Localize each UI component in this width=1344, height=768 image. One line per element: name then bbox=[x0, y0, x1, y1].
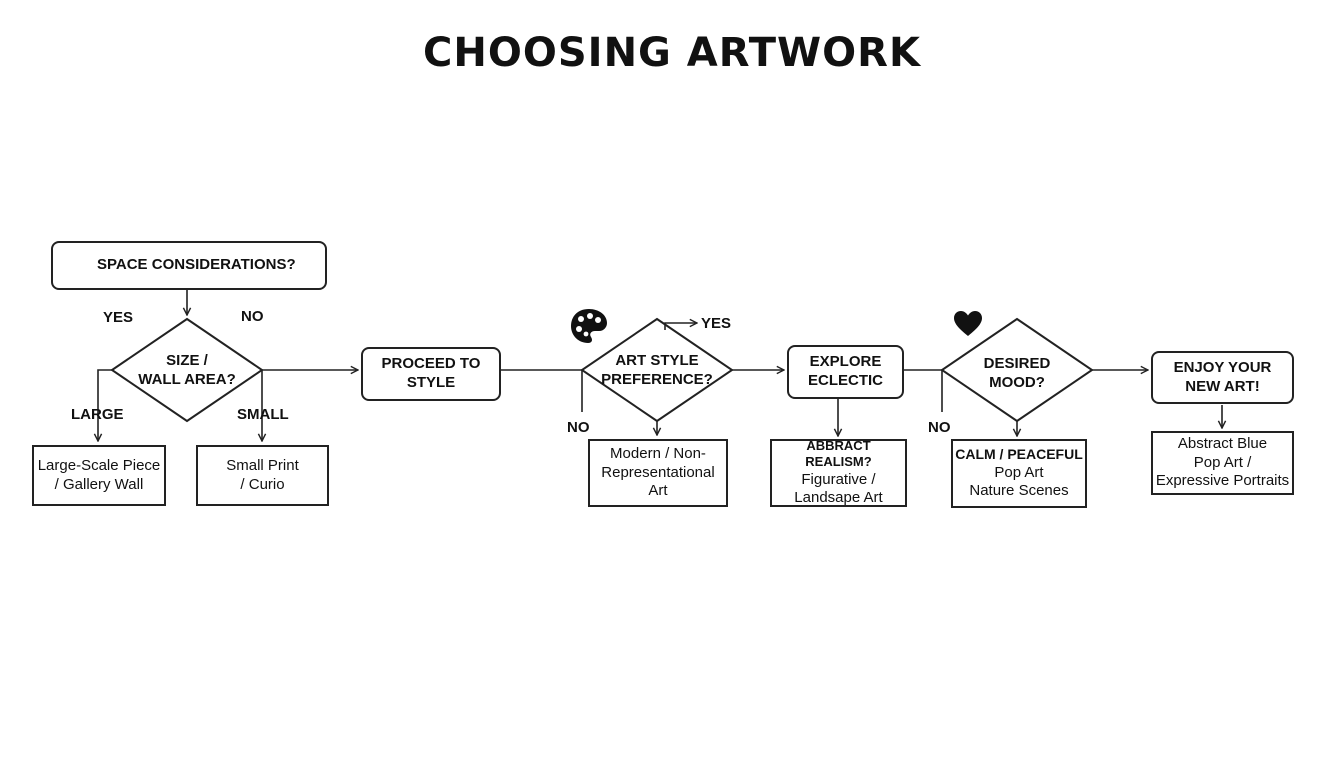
connector bbox=[98, 369, 112, 441]
branch-label-style-no: NO bbox=[567, 419, 590, 436]
final-art-label: Abstract Blue Pop Art / Expressive Portr… bbox=[1155, 434, 1290, 490]
size-wall-area-label: SIZE / WALL AREA? bbox=[138, 351, 236, 389]
enjoy-new-art-box: ENJOY YOUR NEW ART! bbox=[1151, 351, 1294, 404]
final-art-box: Abstract Blue Pop Art / Expressive Portr… bbox=[1151, 431, 1294, 495]
small-print-box: Small Print / Curio bbox=[196, 445, 329, 506]
branch-label-yes: YES bbox=[103, 309, 134, 326]
desired-mood-label: DESIRED MOOD? bbox=[983, 354, 1051, 392]
branch-label-mood-no: NO bbox=[928, 419, 951, 436]
space-considerations-label: SPACE CONSIDERATIONS? bbox=[97, 256, 296, 274]
branch-label-no: NO bbox=[241, 308, 264, 325]
art-style-preference-label: ART STYLE PREFERENCE? bbox=[601, 351, 713, 389]
page-title: CHOOSING ARTWORK bbox=[423, 30, 921, 76]
modern-art-box: Modern / Non- Representational Art bbox=[588, 439, 728, 507]
figurative-landscape-label: Figurative / Landsape Art bbox=[794, 470, 883, 507]
space-considerations-box: SPACE CONSIDERATIONS? bbox=[51, 241, 327, 290]
branch-label-style-yes: YES bbox=[701, 315, 732, 332]
pop-art-nature-label: Pop Art Nature Scenes bbox=[969, 463, 1069, 500]
size-diamond bbox=[110, 317, 264, 423]
large-scale-piece-label: Large-Scale Piece / Gallery Wall bbox=[37, 456, 161, 493]
proceed-to-style-box: PROCEED TO STYLE bbox=[361, 347, 501, 401]
small-print-label: Small Print / Curio bbox=[226, 456, 299, 493]
modern-art-label: Modern / Non- Representational Art bbox=[601, 444, 715, 500]
connector bbox=[664, 323, 697, 330]
calm-peaceful-box: CALM / PEACEFUL Pop Art Nature Scenes bbox=[951, 439, 1087, 508]
explore-eclectic-box: EXPLORE ECLECTIC bbox=[787, 345, 904, 399]
enjoy-new-art-label: ENJOY YOUR NEW ART! bbox=[1173, 358, 1272, 395]
calm-peaceful-label: CALM / PEACEFUL bbox=[955, 446, 1083, 462]
branch-label-large: LARGE bbox=[71, 406, 124, 423]
large-scale-piece-box: Large-Scale Piece / Gallery Wall bbox=[32, 445, 166, 506]
heart-icon bbox=[954, 311, 982, 336]
abbract-realism-label: ABBRACT REALISM? bbox=[805, 438, 872, 470]
explore-eclectic-label: EXPLORE ECLECTIC bbox=[808, 353, 883, 389]
palette-icon bbox=[571, 309, 607, 343]
branch-label-small: SMALL bbox=[237, 406, 289, 423]
abbract-realism-box: ABBRACT REALISM? Figurative / Landsape A… bbox=[770, 438, 907, 507]
proceed-to-style-label: PROCEED TO STYLE bbox=[381, 355, 481, 391]
